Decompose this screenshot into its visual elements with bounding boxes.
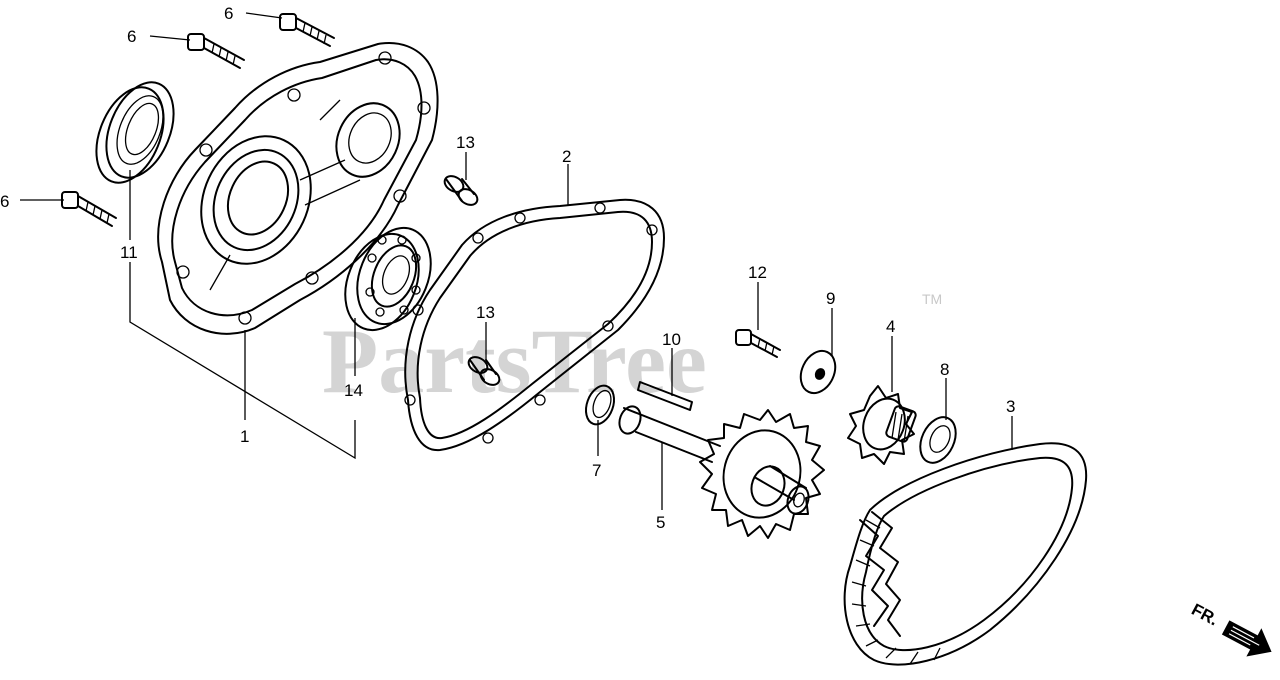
callout-7: 7 [592, 461, 601, 480]
callout-13b: 13 [476, 303, 495, 322]
bolt-part-6-b [187, 33, 245, 69]
drive-chain-part-3 [843, 442, 1088, 666]
callout-10: 10 [662, 330, 681, 349]
front-direction-indicator: FR. [1188, 600, 1272, 657]
dowel-pin-part-13-b [467, 356, 501, 386]
callout-2: 2 [562, 147, 571, 166]
leader-lines [20, 12, 1013, 510]
callout-6b: 6 [127, 27, 136, 46]
washer-part-8 [919, 416, 957, 464]
drive-sprocket-part-4 [847, 385, 917, 465]
watermark-trademark: TM [922, 291, 942, 307]
callout-4: 4 [886, 317, 895, 336]
dowel-pin-part-13-a [443, 175, 479, 206]
washer-part-9 [799, 349, 837, 395]
callout-14: 14 [344, 381, 363, 400]
gasket-part-2 [404, 198, 665, 452]
bolt-part-6-c [61, 191, 117, 227]
callout-1: 1 [240, 427, 249, 446]
bolt-part-12 [735, 329, 781, 358]
callout-13a: 13 [456, 133, 475, 152]
key-part-10 [637, 381, 693, 411]
bolt-part-6-a [279, 13, 335, 47]
callout-6c: 6 [0, 192, 9, 211]
callout-12: 12 [748, 263, 767, 282]
callout-3: 3 [1006, 397, 1015, 416]
callout-11: 11 [120, 243, 138, 262]
callout-9: 9 [826, 289, 835, 308]
callout-6a: 6 [224, 4, 233, 23]
oil-seal-part-11 [95, 81, 175, 184]
case-cover-part-1 [157, 42, 439, 335]
callout-8: 8 [940, 360, 949, 379]
front-label: FR. [1188, 600, 1221, 630]
ball-bearing-part-14 [344, 226, 432, 332]
callout-5: 5 [656, 513, 665, 532]
washer-part-7 [584, 384, 616, 426]
sprocket-shaft-part-5 [618, 405, 825, 539]
